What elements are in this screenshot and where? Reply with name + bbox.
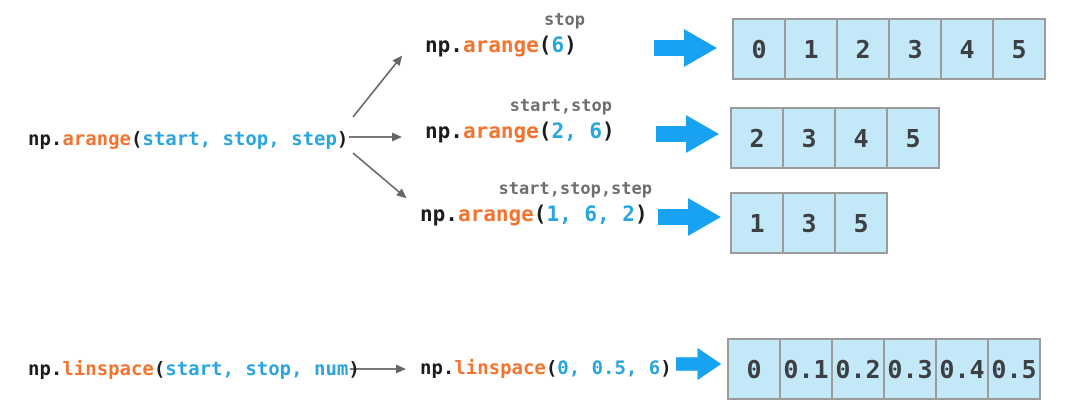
array-cell: 3 xyxy=(782,109,834,167)
array-cell: 0.4 xyxy=(935,340,987,398)
code-paren-close: ) xyxy=(602,119,615,143)
block-arrow-icon xyxy=(676,347,722,381)
array-cell: 4 xyxy=(940,20,992,78)
arange-definition-code: np.arange(start, stop, step) xyxy=(28,127,348,151)
array-cell: 0 xyxy=(746,354,762,384)
code-function-name: arange xyxy=(457,202,534,226)
linspace-definition-code: np.linspace(start, stop, num) xyxy=(28,357,360,381)
code-paren-open: ( xyxy=(545,357,558,379)
code-function-name: arange xyxy=(462,119,539,143)
block-arrow-icon xyxy=(654,29,717,67)
array-cell: 0.3 xyxy=(883,340,935,398)
array-cell: 3 xyxy=(888,20,940,78)
code-arguments: start, stop, num xyxy=(165,358,349,380)
code-function-name: linspace xyxy=(454,357,546,379)
code-function-name: arange xyxy=(62,128,131,150)
result-array-arange-6: 0 1 2 3 4 5 xyxy=(732,18,1046,80)
code-prefix: np. xyxy=(425,33,463,57)
annotation-stop: stop xyxy=(544,10,585,30)
code-prefix: np. xyxy=(420,202,458,226)
annotation-start-stop-step: start,stop,step xyxy=(498,179,652,199)
code-prefix: np. xyxy=(420,357,455,379)
code-prefix: np. xyxy=(28,128,63,150)
array-cell: 5 xyxy=(886,109,938,167)
code-function-name: linspace xyxy=(62,358,154,380)
result-array-linspace: 0 0.1 0.2 0.3 0.4 0.5 xyxy=(727,338,1041,400)
code-paren-close: ) xyxy=(634,202,648,226)
array-cell: 1 xyxy=(784,20,836,78)
code-paren-open: ( xyxy=(153,358,166,380)
code-paren-close: ) xyxy=(564,33,577,57)
branch-arrow-stop xyxy=(352,55,403,118)
array-cell: 3 xyxy=(782,194,834,252)
code-function-name: arange xyxy=(462,33,539,57)
array-cell: 0.2 xyxy=(831,340,883,398)
branch-arrow-start-stop-step xyxy=(352,152,407,199)
array-cell: 5 xyxy=(992,20,1044,78)
code-paren-open: ( xyxy=(538,33,552,57)
block-arrow-icon xyxy=(656,115,719,153)
array-cell: 0.5 xyxy=(987,340,1039,398)
code-arguments: 6 xyxy=(551,33,565,57)
code-prefix: np. xyxy=(28,358,63,380)
result-array-arange-2-6: 2 3 4 5 xyxy=(730,107,940,169)
arange-example-3-code: np.arange(1, 6, 2) xyxy=(420,202,648,226)
code-paren-open: ( xyxy=(533,202,547,226)
block-arrow-icon xyxy=(658,198,721,236)
code-arguments: 0, 0.5, 6 xyxy=(557,357,661,379)
array-cell: 5 xyxy=(834,194,886,252)
array-cell: 2 xyxy=(836,20,888,78)
array-cell: 0 xyxy=(751,34,767,64)
arange-example-1-code: np.arange(6) xyxy=(425,33,577,57)
code-paren-close: ) xyxy=(660,357,672,379)
result-array-arange-1-6-2: 1 3 5 xyxy=(730,192,888,254)
code-paren-open: ( xyxy=(538,119,552,143)
array-cell: 2 xyxy=(749,123,765,153)
arange-example-2-code: np.arange(2, 6) xyxy=(425,119,615,143)
annotation-start-stop: start,stop xyxy=(509,96,612,116)
code-paren-close: ) xyxy=(348,358,360,380)
array-cell: 0.1 xyxy=(779,340,831,398)
code-paren-open: ( xyxy=(130,128,143,150)
array-cell: 1 xyxy=(749,208,765,238)
code-paren-close: ) xyxy=(336,128,349,150)
code-arguments: 1, 6, 2 xyxy=(546,202,635,226)
code-prefix: np. xyxy=(425,119,463,143)
code-arguments: 2, 6 xyxy=(551,119,603,143)
array-cell: 4 xyxy=(834,109,886,167)
code-arguments: start, stop, step xyxy=(142,128,337,150)
linspace-example-code: np.linspace(0, 0.5, 6) xyxy=(420,356,672,380)
